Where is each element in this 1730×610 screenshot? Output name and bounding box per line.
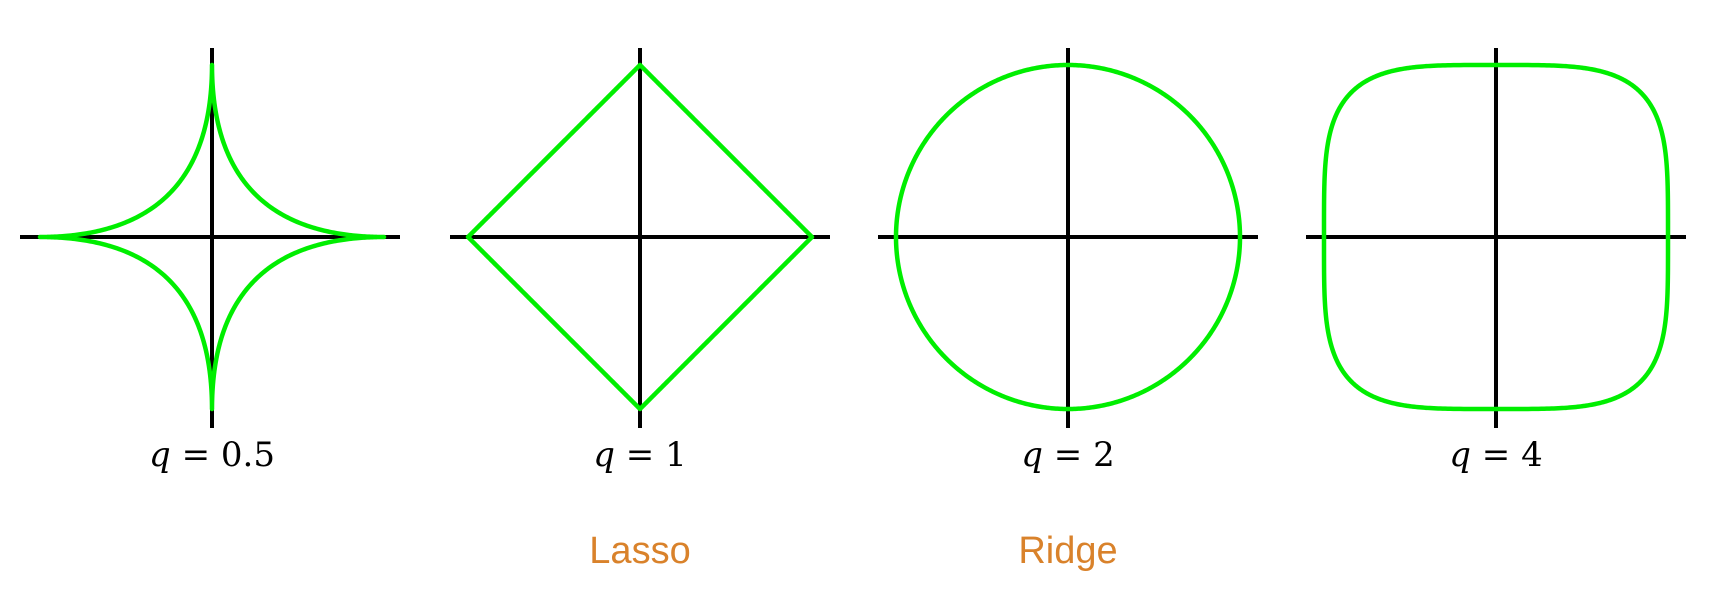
q-label: q = 1 [593, 435, 687, 475]
panel-q-2: q = 2 Ridge [878, 48, 1258, 572]
unit-ball-curve [893, 62, 1243, 412]
q-label: q = 2 [1021, 435, 1115, 475]
unit-ball-curve [465, 62, 815, 412]
method-label-lasso: Lasso [589, 530, 690, 572]
method-label-ridge: Ridge [1018, 530, 1117, 572]
panel-q-0-5: q = 0.5 [20, 48, 400, 475]
q-label: q = 4 [1449, 435, 1543, 475]
panel-q-4: q = 4 [1306, 48, 1686, 475]
q-label: q = 0.5 [149, 435, 275, 475]
unit-ball-curve [1321, 62, 1671, 412]
unit-ball-curve [37, 62, 387, 412]
panel-q-1: q = 1 Lasso [450, 48, 830, 572]
